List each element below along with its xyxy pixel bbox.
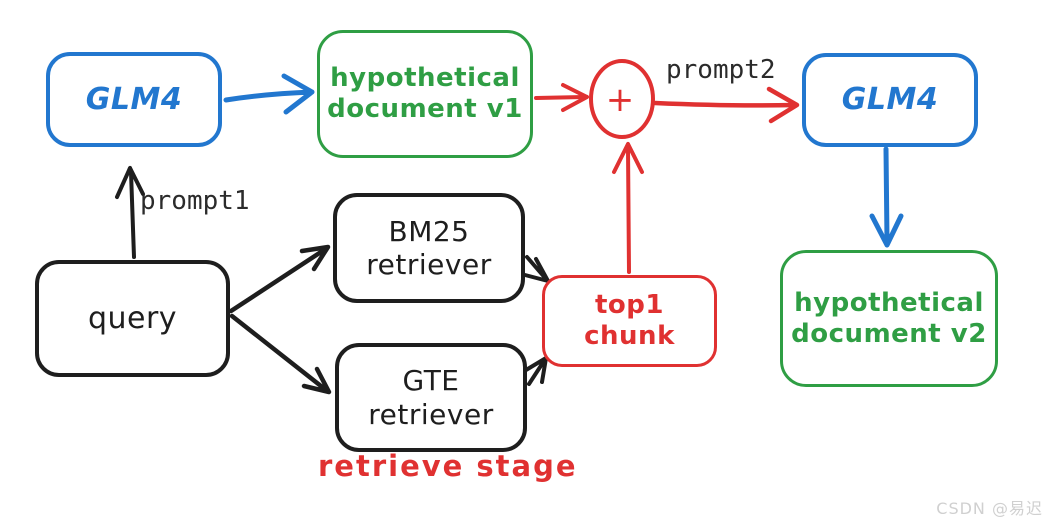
arrow-glm4-to-docv1: [223, 73, 315, 115]
node-glm4-left: GLM4: [46, 52, 222, 147]
node-bm25-line2: retriever: [366, 248, 492, 281]
node-query-label: query: [87, 300, 178, 336]
plus-combiner-circle: [589, 59, 655, 139]
arrow-query-to-bm25: [228, 244, 331, 314]
node-gte-retriever: GTE retriever: [335, 343, 527, 452]
node-docv1-line1: hypothetical: [330, 63, 520, 94]
edge-label-prompt2: prompt2: [666, 55, 776, 85]
node-glm4-left-label: GLM4: [85, 81, 183, 117]
node-glm4-right-label: GLM4: [841, 82, 939, 118]
node-bm25-retriever: BM25 retriever: [333, 193, 525, 303]
node-hypothetical-document-v1: hypothetical document v1: [317, 30, 533, 158]
arrow-plus-to-glm4-right: [652, 86, 800, 124]
node-chunk-line2: chunk: [584, 321, 675, 351]
arrow-chunk-to-plus: [612, 142, 644, 274]
node-chunk-line1: top1: [595, 290, 664, 321]
node-docv2-line2: document v2: [791, 318, 987, 349]
csdn-watermark: CSDN @易迟: [936, 499, 1043, 518]
retrieve-stage-caption: retrieve stage: [318, 449, 578, 483]
plus-symbol: +: [606, 80, 635, 120]
arrow-gte-to-chunk: [524, 356, 548, 386]
arrow-query-to-gte: [229, 313, 332, 395]
node-docv2-line1: hypothetical: [794, 287, 984, 318]
node-gte-line1: GTE: [402, 364, 460, 398]
edge-label-prompt1: prompt1: [140, 186, 250, 216]
node-top1-chunk: top1 chunk: [542, 275, 717, 367]
node-query: query: [35, 260, 230, 377]
node-glm4-right: GLM4: [802, 53, 978, 147]
arrow-glm4-right-to-docv2: [869, 146, 904, 248]
arrow-query-to-glm4-left: [115, 166, 145, 259]
node-bm25-line1: BM25: [388, 214, 470, 248]
node-hypothetical-document-v2: hypothetical document v2: [780, 250, 998, 387]
node-docv1-line2: document v1: [327, 94, 523, 124]
arrow-bm25-to-chunk: [523, 255, 550, 283]
node-gte-line2: retriever: [368, 397, 494, 431]
arrow-docv1-to-plus: [534, 83, 589, 112]
